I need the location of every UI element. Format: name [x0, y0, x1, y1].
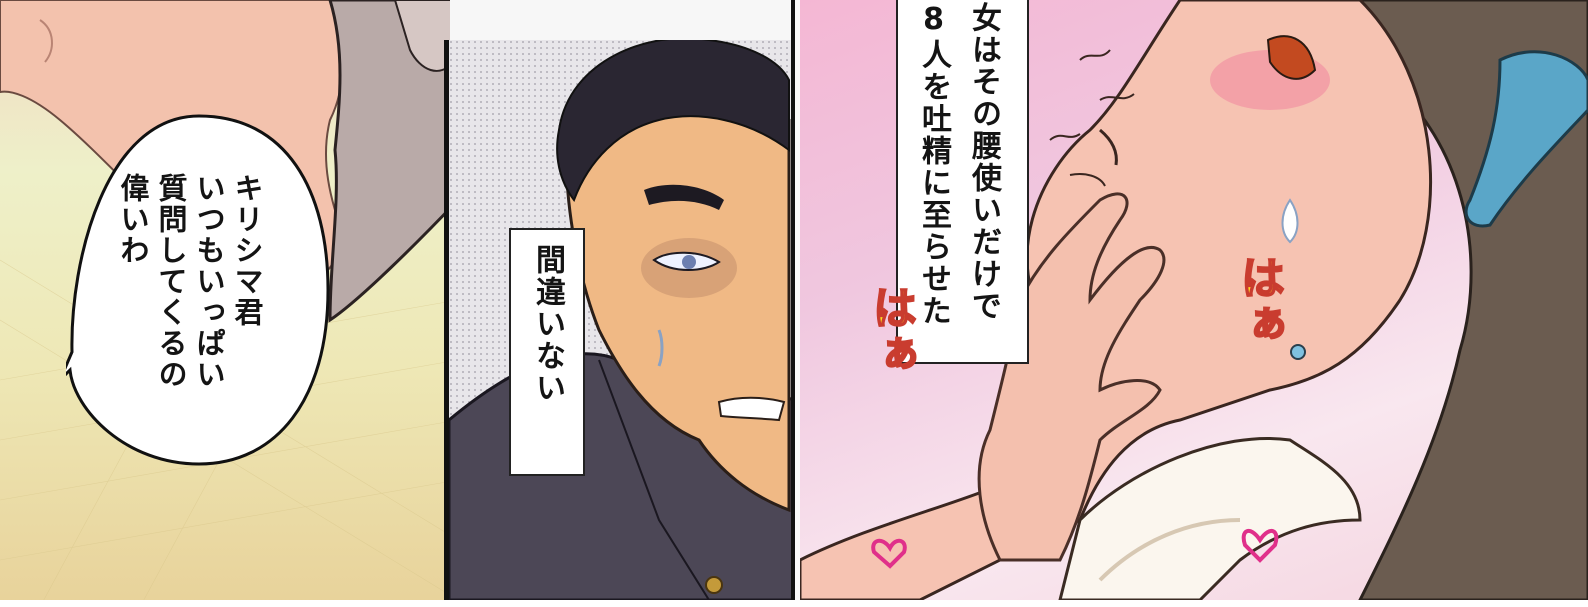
panel-gutter: [450, 0, 800, 40]
caption-line: 間違いない: [530, 244, 565, 404]
caption-middle-text: 間違いない: [527, 244, 567, 464]
speech-bubble-text: キリシマ君 いつもいっぱい 質問してくるの 偉いわ: [116, 173, 266, 433]
man-face-art: [449, 40, 796, 600]
woman-face-art: [800, 0, 1588, 600]
caption-line: 女はその腰使いだけで: [966, 2, 1001, 322]
speech-line: キリシマ君: [230, 173, 264, 328]
sound-effect-right: はぁ: [1232, 254, 1285, 348]
speech-line: 偉いわ: [116, 173, 150, 266]
panel-middle: [444, 40, 801, 600]
caption-line: 8人を吐精に至らせた: [916, 2, 951, 327]
speech-line: 質問してくるの: [154, 173, 188, 390]
sound-effect-left: はぁ: [864, 284, 917, 378]
panel-left: [0, 0, 458, 607]
caption-box-right: [896, 0, 1029, 364]
caption-box-middle: [509, 228, 585, 476]
caption-right-text: 女はその腰使いだけで 8人を吐精に至らせた: [908, 2, 1008, 347]
page-bottom-margin: [0, 600, 1588, 607]
panel-divider: [791, 0, 800, 600]
speech-line: いつもいっぱい: [192, 173, 226, 390]
speech-bubble-shape: [66, 114, 330, 466]
